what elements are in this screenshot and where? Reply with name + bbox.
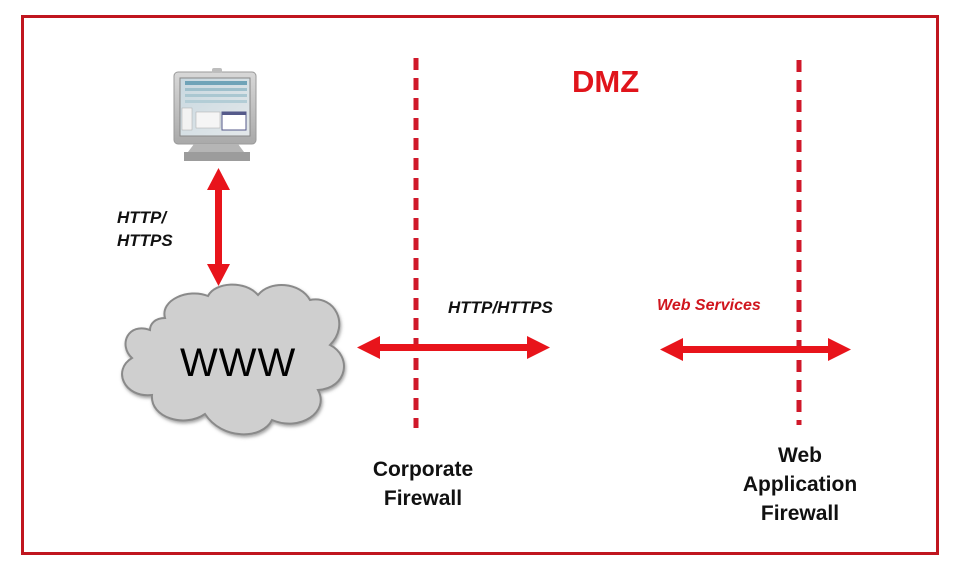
cloud-label: WWW xyxy=(180,341,297,385)
desktop-monitor-icon xyxy=(173,68,257,161)
web-services-label: Web Services xyxy=(657,297,761,314)
cloud-icon xyxy=(121,283,345,436)
waf-line-3: Firewall xyxy=(760,502,840,525)
internet-dmz-protocol-label: HTTP/HTTPS xyxy=(448,298,553,317)
diagram-border xyxy=(21,15,939,555)
client-protocol-label: HTTP/ HTTPS xyxy=(117,206,173,252)
client-protocol-line-1: HTTP/ xyxy=(117,208,167,227)
client-internet-arrow xyxy=(207,168,230,286)
waf-line-1: Web xyxy=(778,444,822,467)
corporate-firewall-line-1: Corporate xyxy=(372,458,474,481)
waf-line-2: Application xyxy=(742,473,858,496)
corporate-firewall-label: Corporate Firewall xyxy=(356,455,490,513)
corporate-firewall-line-2: Firewall xyxy=(383,487,463,510)
dmz-backend-arrow xyxy=(660,338,851,361)
client-protocol-line-2: HTTPS xyxy=(117,231,173,250)
dmz-zone-label: DMZ xyxy=(572,64,640,99)
internet-dmz-arrow xyxy=(357,336,550,359)
waf-label: Web Application Firewall xyxy=(725,441,875,528)
